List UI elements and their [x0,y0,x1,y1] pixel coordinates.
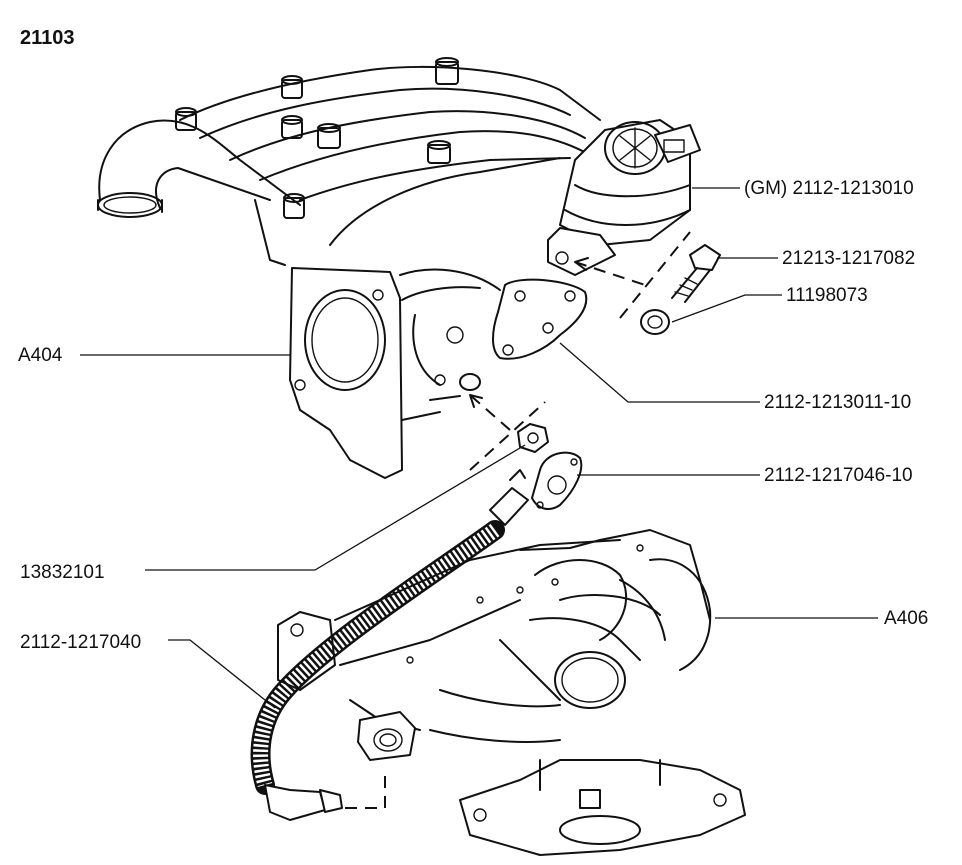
label-intake-manifold: A404 [18,345,63,366]
washer-drawing [640,309,670,335]
egr-gasket-drawing [492,278,588,360]
label-bolt: 21213-1217082 [782,248,916,269]
label-pipe-gasket: 2112-1217046-10 [764,465,913,486]
label-nut: 13832101 [20,562,105,583]
egr-valve-drawing [547,119,701,276]
intake-manifold-drawing [97,57,601,479]
exhaust-manifold-drawing [277,529,746,856]
egr-pipe-drawing [250,469,529,821]
nut-drawing [517,423,549,453]
leader-lines [80,187,878,709]
label-egr-valve: (GM) 2112-1213010 [744,178,914,199]
bolt-drawing [671,244,721,303]
label-egr-gasket: 2112-1213011-10 [764,392,912,413]
label-washer: 11198073 [786,285,868,306]
model-code: 21103 [20,27,75,49]
label-egr-pipe: 2112-1217040 [20,632,142,653]
pipe-gasket-drawing [531,451,583,511]
label-exhaust-manifold: A406 [884,608,929,629]
